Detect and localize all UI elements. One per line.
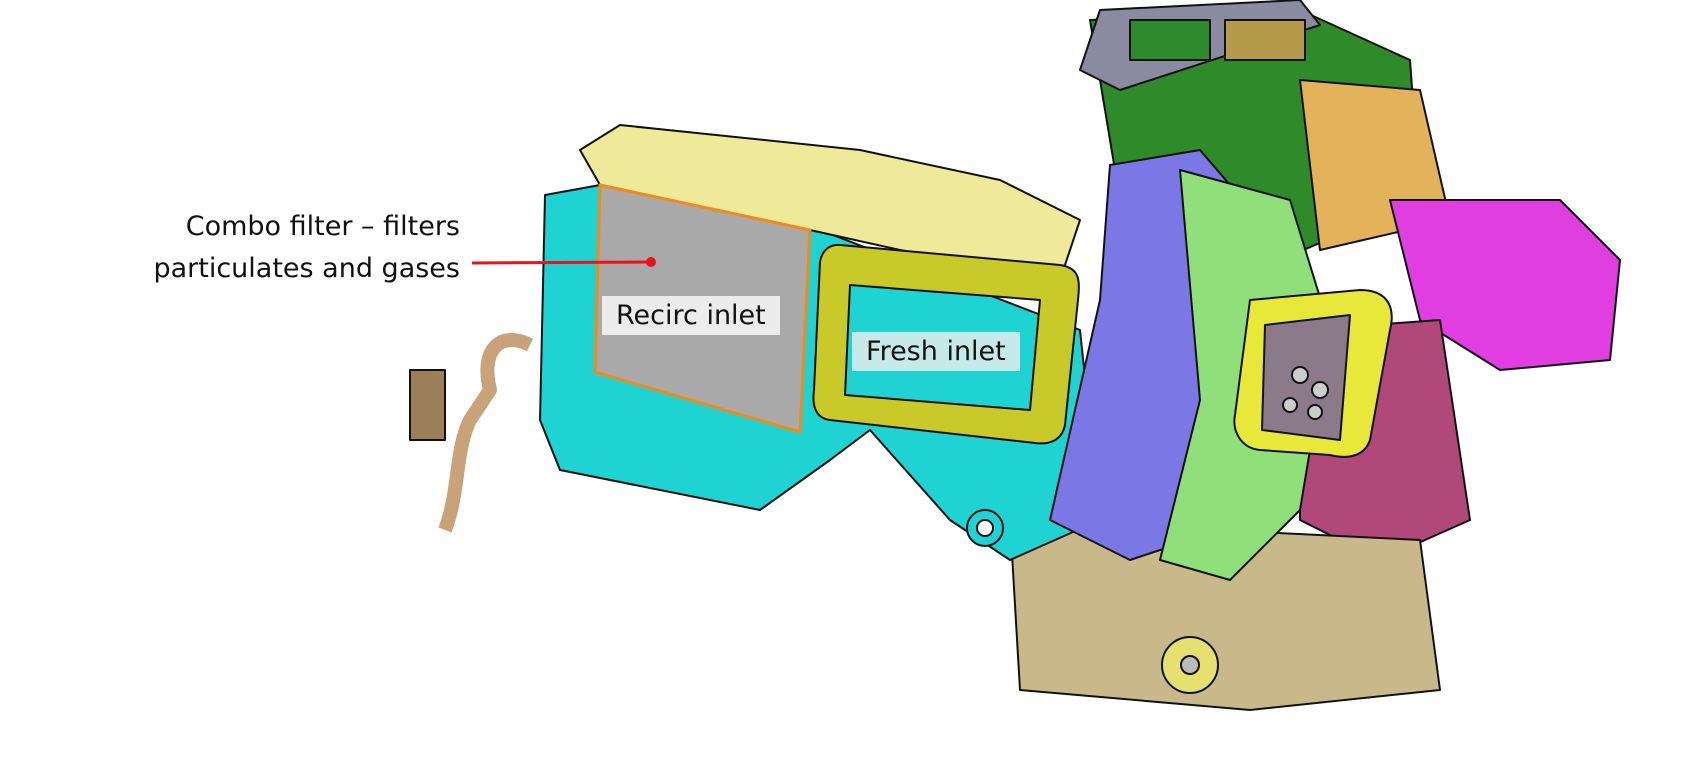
callout-leader-line — [471, 260, 651, 265]
coolant-hose — [438, 333, 534, 533]
recirc-inlet-label: Recirc inlet — [602, 296, 780, 335]
evaporator-case — [1009, 519, 1441, 711]
callout-line-2: particulates and gases — [153, 253, 460, 284]
fresh-inlet-label: Fresh inlet — [852, 332, 1020, 371]
callout-leader-dot — [646, 257, 656, 267]
hose-connector — [409, 369, 446, 441]
combo-filter-callout: Combo filter – filters particulates and … — [140, 206, 460, 290]
callout-line-1: Combo filter – filters — [185, 211, 460, 242]
fresh-inlet-frame — [812, 243, 1080, 445]
magenta-housing — [1389, 199, 1621, 371]
